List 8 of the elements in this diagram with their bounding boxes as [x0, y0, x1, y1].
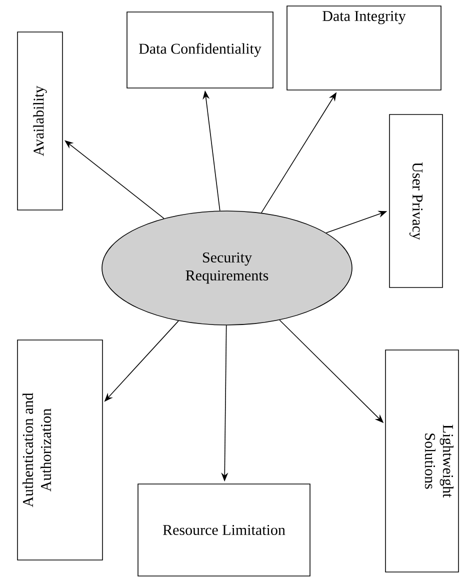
- text-box: Lightweight Solutions: [385, 350, 459, 572]
- text-box: Data Integrity: [286, 6, 442, 90]
- text-box: Data Confidentiality: [126, 12, 274, 88]
- text-box: Availability: [17, 32, 63, 210]
- ellipse-node: Security Requirements: [102, 210, 352, 326]
- text-box: Authentication and Authorization: [17, 340, 103, 560]
- text-box: Resource Limitation: [138, 484, 310, 576]
- text-box: User Privacy: [389, 114, 443, 288]
